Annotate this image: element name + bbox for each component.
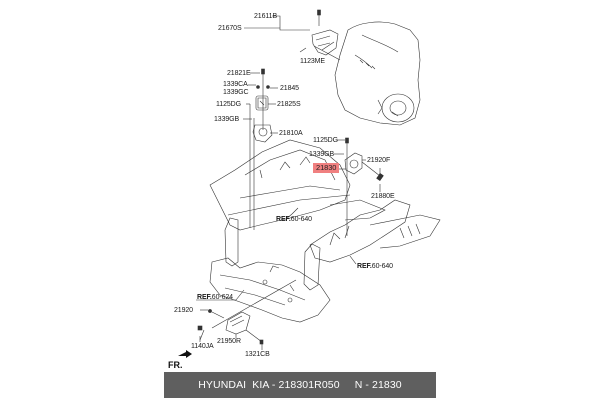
subframe-drawing <box>209 257 331 323</box>
ref-code: 60-640 <box>371 263 393 270</box>
front-arrow-icon <box>178 350 192 358</box>
ref-60-624[interactable]: REF.60-624 <box>197 294 233 302</box>
callout-1125DG-left[interactable]: 1125DG <box>216 101 241 108</box>
right-mount-drawing <box>344 137 384 236</box>
ref-code: 60-640 <box>290 216 312 223</box>
callout-1125DG-right[interactable]: 1125DG <box>313 137 338 144</box>
callout-21920F[interactable]: 21920F <box>367 157 391 164</box>
ref-prefix: REF. <box>197 294 212 301</box>
callout-1339GB-right[interactable]: 1339GB <box>309 151 335 158</box>
footer-part-text: HYUNDAI KIA - 218301R050 N - 21830 <box>198 379 402 391</box>
callout-21845[interactable]: 21845 <box>280 85 299 92</box>
ref-prefix: REF. <box>276 216 291 223</box>
callout-21611B[interactable]: 21611B <box>254 13 278 20</box>
front-direction-label: FR. <box>168 360 183 370</box>
left-mount-drawing <box>249 68 273 230</box>
callout-21950R[interactable]: 21950R <box>217 338 241 345</box>
callout-1339CA[interactable]: 1339CA <box>223 81 248 88</box>
highlighted-part-21830[interactable]: 21830 <box>313 163 340 173</box>
callout-1321CB[interactable]: 1321CB <box>245 351 270 358</box>
part-info-footer: HYUNDAI KIA - 218301R050 N - 21830 <box>164 372 436 398</box>
engine-block-drawing <box>334 21 421 126</box>
ref-60-640-right[interactable]: REF.60-640 <box>357 263 393 271</box>
callout-21810A[interactable]: 21810A <box>279 130 303 137</box>
callout-1339GB-left[interactable]: 1339GB <box>214 116 240 123</box>
callout-21920[interactable]: 21920 <box>174 307 193 314</box>
callout-1140JA[interactable]: 1140JA <box>191 343 214 350</box>
lower-mount-drawing <box>197 279 297 345</box>
callout-21670S[interactable]: 21670S <box>218 25 242 32</box>
ref-prefix: REF. <box>357 263 372 270</box>
side-member-right-drawing <box>303 199 441 291</box>
ref-60-640-left[interactable]: REF.60-640 <box>276 216 312 224</box>
callout-1123ME[interactable]: 1123ME <box>300 58 325 65</box>
callout-1339GC[interactable]: 1339GC <box>223 89 249 96</box>
callout-21821E[interactable]: 21821E <box>227 70 251 77</box>
callout-21880E[interactable]: 21880E <box>371 193 395 200</box>
mount-bracket-top-drawing <box>311 9 341 61</box>
callout-21825S[interactable]: 21825S <box>277 101 301 108</box>
ref-code: 60-624 <box>211 294 233 301</box>
side-member-left-drawing <box>209 139 386 267</box>
